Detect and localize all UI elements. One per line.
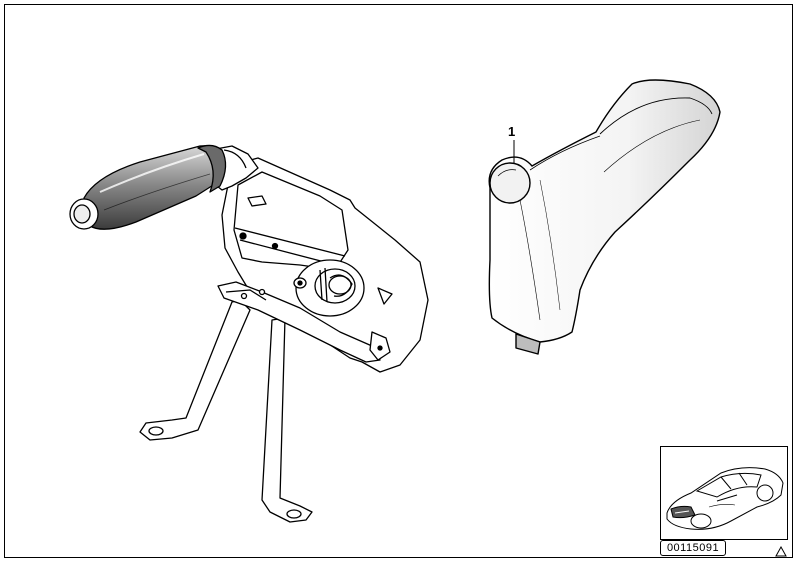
boot-knob xyxy=(489,162,531,204)
diagram-part-number: 00115091 xyxy=(660,540,726,556)
bracket-leg-left xyxy=(139,299,251,441)
lever-grip xyxy=(83,145,226,230)
lever-boot-part-1 xyxy=(488,79,721,355)
car-silhouette-icon xyxy=(666,467,784,530)
bracket-leg-right xyxy=(261,317,313,523)
handbrake-lever-assembly xyxy=(69,144,429,523)
vehicle-locator-inset xyxy=(660,446,788,540)
warning-triangle-icon xyxy=(775,544,787,562)
diagram-frame xyxy=(4,4,793,558)
callout-label-1: 1 xyxy=(508,124,516,139)
boot-body xyxy=(488,79,721,343)
